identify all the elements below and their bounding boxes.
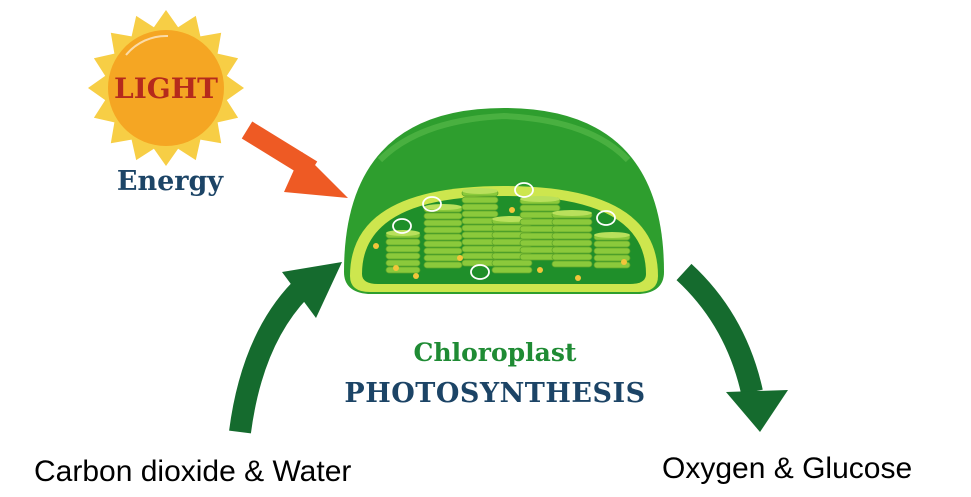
starch-dot <box>373 243 379 249</box>
thylakoid-disc <box>423 226 463 234</box>
input-arrow-icon <box>229 262 342 434</box>
vesicle <box>422 196 442 212</box>
thylakoid-disc <box>423 233 463 241</box>
thylakoid-disc <box>551 225 593 233</box>
starch-dot <box>457 255 463 261</box>
thylakoid-disc <box>461 196 499 204</box>
thylakoid-top <box>552 210 592 216</box>
starch-dot <box>621 259 627 265</box>
thylakoid-disc <box>385 259 421 267</box>
thylakoid-disc <box>385 245 421 253</box>
output-arrow-icon <box>676 263 788 432</box>
vesicle <box>470 264 490 280</box>
outputs-label: Oxygen & Glucose <box>662 452 913 485</box>
thylakoid-disc <box>423 212 463 220</box>
light-arrow-head <box>284 152 348 198</box>
vesicle <box>514 182 534 198</box>
thylakoid-disc <box>593 240 631 248</box>
photosynthesis-title: PHOTOSYNTHESIS <box>344 378 646 409</box>
thylakoid-top <box>462 188 498 194</box>
thylakoid-disc <box>385 266 421 274</box>
thylakoid-disc <box>551 246 593 254</box>
thylakoid-disc <box>551 239 593 247</box>
chloroplast-label: Chloroplast <box>413 338 577 367</box>
thylakoid-top <box>594 232 630 238</box>
thylakoid-disc <box>593 247 631 255</box>
input-arrow-head <box>282 262 342 318</box>
input-arrow-shaft <box>229 282 309 434</box>
output-arrow-head <box>726 390 788 432</box>
starch-dot <box>537 267 543 273</box>
light-arrow-icon <box>241 121 348 198</box>
thylakoid-disc <box>519 204 561 212</box>
thylakoid-disc <box>551 232 593 240</box>
thylakoid-stacks <box>385 188 631 274</box>
thylakoid-top <box>424 204 462 210</box>
thylakoid-disc <box>593 254 631 262</box>
thylakoid-disc <box>461 203 499 211</box>
vesicle <box>392 218 412 234</box>
thylakoid-disc <box>491 259 533 267</box>
thylakoid-disc <box>551 218 593 226</box>
thylakoid-top <box>520 196 560 202</box>
output-arrow-shaft <box>676 263 763 395</box>
thylakoid-disc <box>593 261 631 269</box>
thylakoid-disc <box>551 260 593 268</box>
thylakoid-disc <box>551 253 593 261</box>
thylakoid-disc <box>423 261 463 269</box>
thylakoid-disc <box>423 240 463 248</box>
thylakoid-disc <box>385 238 421 246</box>
chloroplast-top-shade <box>377 112 631 163</box>
sun-core <box>108 30 224 146</box>
thylakoid-disc <box>423 254 463 262</box>
sun-icon: LIGHT <box>88 10 244 166</box>
vesicle <box>596 210 616 226</box>
starch-dot <box>575 275 581 281</box>
light-label: LIGHT <box>114 72 218 105</box>
inputs-label: Carbon dioxide & Water <box>34 455 352 488</box>
vesicles <box>373 182 627 281</box>
chloroplast-icon <box>344 108 664 294</box>
thylakoid-disc <box>461 210 499 218</box>
thylakoid-disc <box>423 219 463 227</box>
starch-dot <box>413 273 419 279</box>
thylakoid-disc <box>423 247 463 255</box>
thylakoid-disc <box>385 252 421 260</box>
thylakoid-disc <box>491 266 533 274</box>
starch-dot <box>509 207 515 213</box>
energy-label: Energy <box>116 166 224 197</box>
starch-dot <box>393 265 399 271</box>
sun-highlight <box>125 34 169 56</box>
